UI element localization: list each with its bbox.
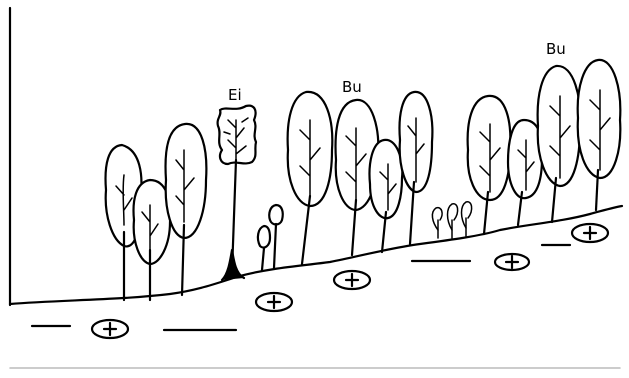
underground-plus-oval-2 <box>256 293 292 311</box>
underground-plus-oval-3 <box>334 271 370 289</box>
underground-plus-oval-5 <box>572 224 608 242</box>
label-beech-2: Bu <box>546 40 566 58</box>
ground-surface-line <box>10 206 622 304</box>
label-oak: Ei <box>228 86 242 104</box>
tree-right-1 <box>468 96 511 234</box>
oak-tree <box>218 106 256 280</box>
tree-left-3 <box>166 124 207 295</box>
beech-group-2 <box>538 60 621 222</box>
underground-plus-oval-4 <box>495 254 529 270</box>
sapling-group-left <box>258 205 283 270</box>
underground-plus-oval-1 <box>92 320 128 338</box>
sapling-group-right <box>432 202 471 238</box>
beech-group-1 <box>288 92 433 264</box>
label-beech-1: Bu <box>342 78 362 96</box>
